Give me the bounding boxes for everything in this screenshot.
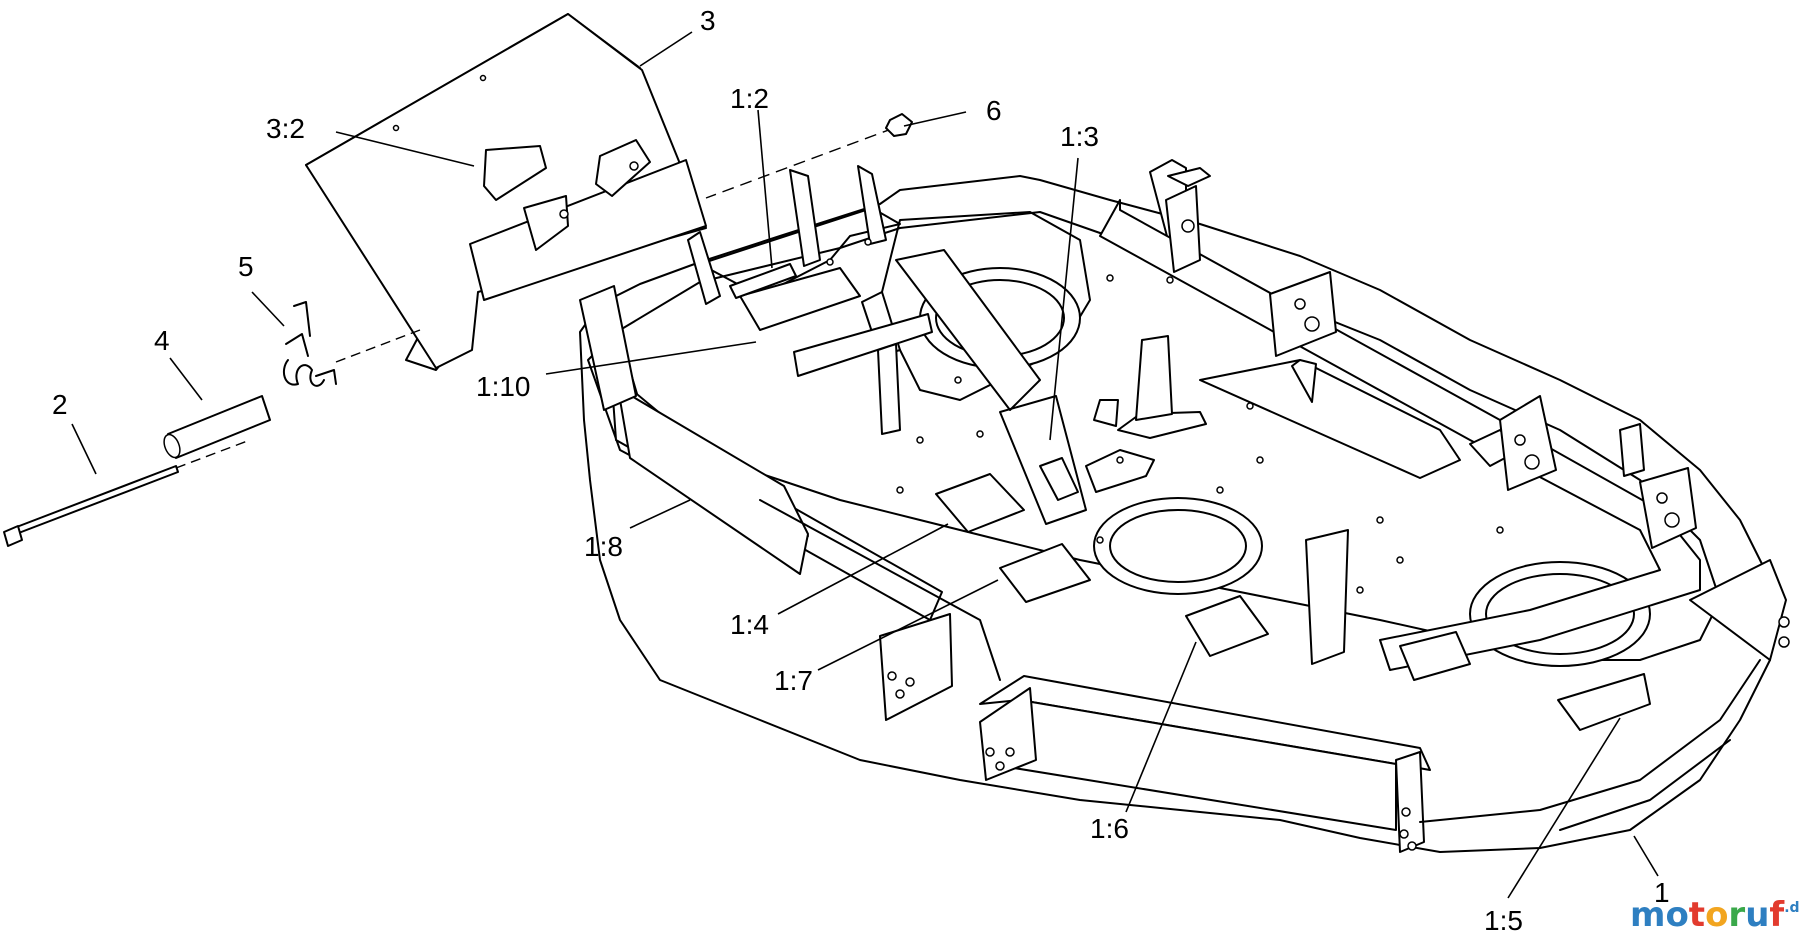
decal-1-3 (1039, 457, 1079, 501)
spacer-tube-part-4 (163, 395, 271, 459)
decal-1-10 (739, 267, 861, 331)
watermark-letter: o (1705, 895, 1728, 932)
callout-3-2: 3:2 (266, 113, 305, 144)
callout-1-2: 1:2 (730, 83, 769, 114)
watermark-letter: u (1745, 895, 1769, 932)
deflector-shield-part-3 (305, 13, 707, 371)
decal-1-2 (729, 263, 797, 299)
watermark-letter: t (1689, 895, 1705, 932)
watermark-letter: m (1630, 895, 1665, 932)
watermark-suffix: .de (1784, 900, 1800, 916)
callout-4: 4 (154, 325, 170, 356)
decal-1-6 (1185, 595, 1269, 657)
pivot-pin-part-2 (3, 439, 251, 547)
callout-1-5: 1:5 (1484, 905, 1523, 932)
callout-6: 6 (986, 95, 1002, 126)
callout-1-4: 1:4 (730, 609, 769, 640)
decal-1-4 (935, 473, 1025, 533)
torsion-spring-part-5 (282, 301, 421, 387)
watermark-letter: f (1769, 895, 1785, 932)
callout-1-8: 1:8 (584, 531, 623, 562)
watermark-letter: o (1665, 895, 1688, 932)
callout-labels: 3 3:2 1:2 6 1:3 5 4 2 1:10 1:8 1:4 1:7 1… (52, 5, 1670, 932)
motoruf-watermark-logo: motoruf.de (1630, 895, 1800, 932)
leader-lines (71, 31, 1659, 899)
mower-deck-housing-part-1 (579, 159, 1790, 853)
callout-1-6: 1:6 (1090, 813, 1129, 844)
callout-1-7: 1:7 (774, 665, 813, 696)
callout-5: 5 (238, 251, 254, 282)
callout-3: 3 (700, 5, 716, 36)
callout-1: 1 (1654, 877, 1670, 908)
watermark-letter: r (1728, 895, 1745, 932)
svg-text:motoruf.de: motoruf.de (1630, 895, 1800, 932)
callout-2: 2 (52, 389, 68, 420)
callout-1-10: 1:10 (476, 371, 531, 402)
nut-part-6 (885, 113, 913, 137)
decal-1-7 (999, 543, 1091, 603)
callout-1-3: 1:3 (1060, 121, 1099, 152)
